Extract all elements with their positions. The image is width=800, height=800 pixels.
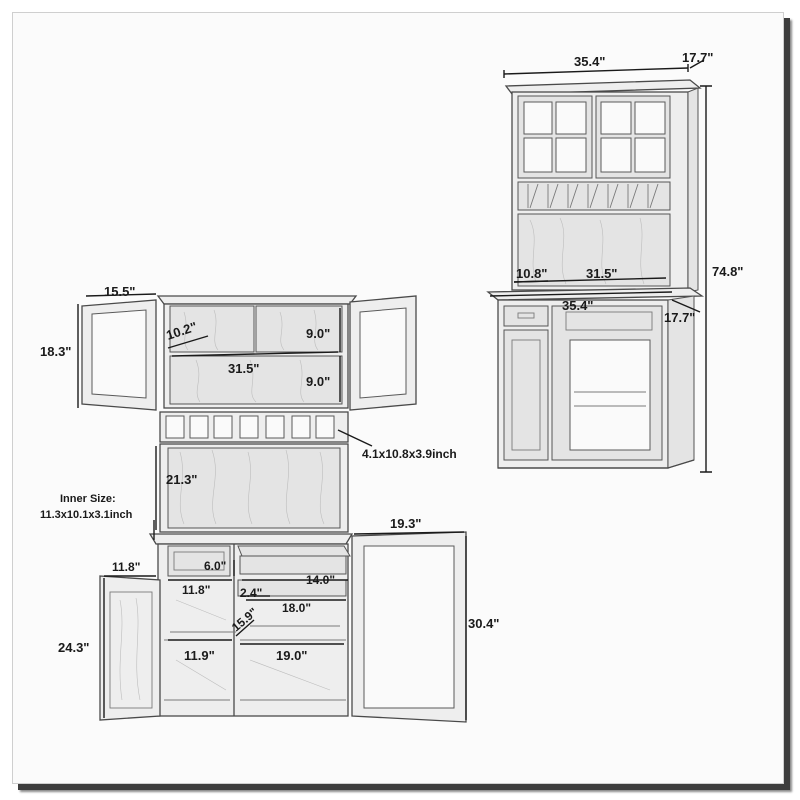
label-full-width: 35.4" xyxy=(574,54,605,69)
label-full-height: 74.8" xyxy=(712,264,743,279)
cabinet-full-dimensions xyxy=(489,59,712,473)
label-drawer-width: 11.8" xyxy=(182,583,210,597)
label-full-depth: 17.7" xyxy=(682,50,713,65)
label-right-shelf-width: 19.0" xyxy=(276,648,307,663)
label-right-door-height: 30.4" xyxy=(468,616,499,631)
label-inner-size-title: Inner Size: xyxy=(60,493,116,505)
label-pullout-height: 2.4" xyxy=(240,586,262,600)
label-drawer-height: 6.0" xyxy=(204,559,226,573)
hutch-dimensions xyxy=(77,293,373,530)
label-hutch-upper-gap: 9.0" xyxy=(306,326,330,341)
label-pullout-width: 18.0" xyxy=(282,601,311,615)
label-full-counter-depth: 17.7" xyxy=(664,310,695,325)
label-hutch-door-width: 15.5" xyxy=(104,284,135,299)
label-hutch-back-height: 21.3" xyxy=(166,472,197,487)
label-cubby-size: 4.1x10.8x3.9inch xyxy=(362,447,457,461)
base-dimensions xyxy=(103,520,467,720)
label-hutch-door-height: 18.3" xyxy=(40,344,71,359)
label-full-inner-width: 31.5" xyxy=(586,266,617,281)
hutch-open-view xyxy=(81,295,417,533)
label-left-shelf-width: 11.9" xyxy=(184,648,215,663)
label-left-door-height: 24.3" xyxy=(58,640,89,655)
label-inner-size-value: 11.3x10.1x3.1inch xyxy=(40,509,133,521)
label-left-door-width: 11.8" xyxy=(112,560,140,574)
label-full-counter-width: 35.4" xyxy=(562,298,593,313)
label-full-shelf-depth: 10.8" xyxy=(516,266,547,281)
label-hutch-lower-gap: 9.0" xyxy=(306,374,330,389)
base-open-view xyxy=(99,531,467,723)
label-pullout-depth: 14.0" xyxy=(306,573,335,587)
label-right-door-width: 19.3" xyxy=(390,516,421,531)
cabinet-full-view xyxy=(486,79,705,469)
label-hutch-shelf-width: 31.5" xyxy=(228,361,259,376)
